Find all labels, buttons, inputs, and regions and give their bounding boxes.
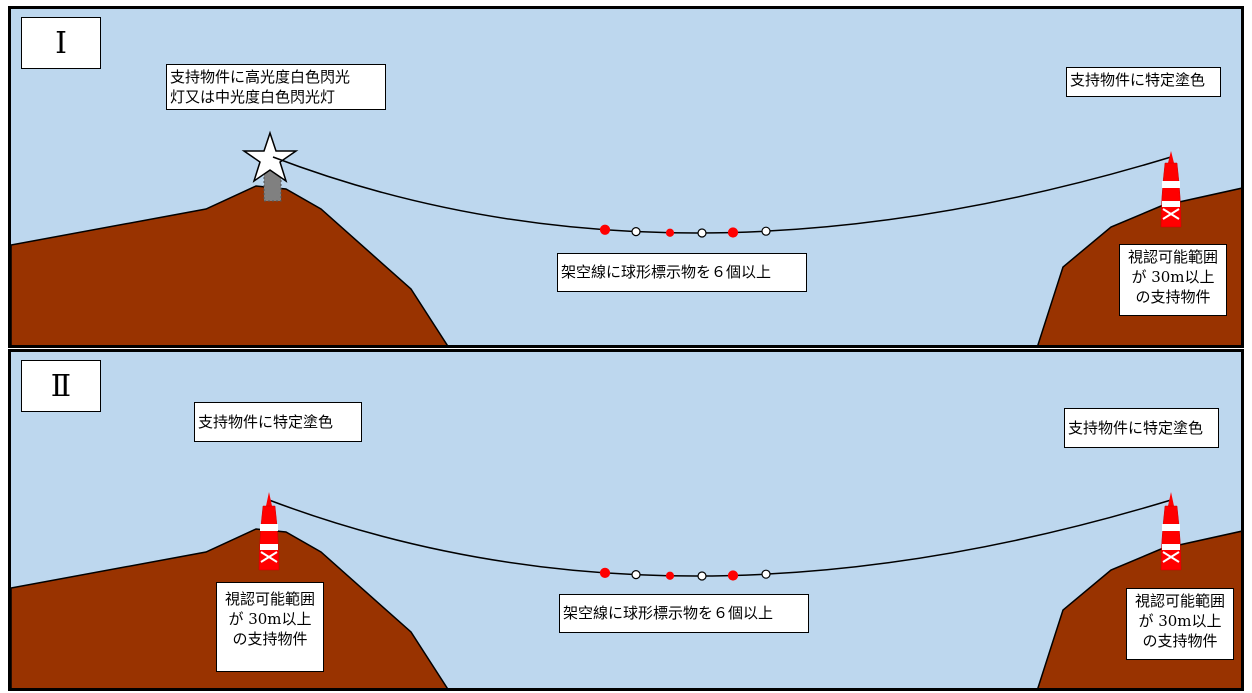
left-visibility-line1: 視認可能範囲: [224, 590, 315, 608]
left-mountain: [11, 185, 449, 345]
left-support-label: 支持物件に高光度白色閃光 灯又は中光度白色閃光灯: [166, 64, 386, 110]
spherical-markers: [599, 567, 771, 581]
spherical-markers: [599, 224, 771, 238]
red-sphere-marker: [727, 570, 739, 581]
left-support-label-line1: 支持物件に高光度白色閃光: [170, 68, 351, 86]
white-sphere-marker: [761, 226, 771, 236]
left-visibility-line2: が 30m以上: [228, 610, 312, 628]
white-sphere-marker: [697, 571, 707, 581]
right-visibility-label: 視認可能範囲 が 30m以上 の支持物件: [1126, 588, 1234, 660]
red-white-tower-left: [258, 492, 280, 571]
red-sphere-marker: [599, 567, 611, 578]
cable-label: 架空線に球形標示物を６個以上: [557, 253, 807, 292]
panel-2: Ⅱ 支持物件に特定塗色 支持物件に特定塗色 架空線に球形標示物を６個以上 視認可…: [8, 349, 1244, 691]
left-visibility-label: 視認可能範囲 が 30m以上 の支持物件: [216, 582, 324, 672]
right-visibility-line1: 視認可能範囲: [1134, 592, 1225, 610]
right-support-label: 支持物件に特定塗色: [1064, 408, 1219, 448]
left-support-label-line2: 灯又は中光度白色閃光灯: [170, 88, 336, 106]
right-visibility-line2: が 30m以上: [1131, 268, 1215, 286]
red-sphere-marker: [599, 224, 611, 235]
overhead-cable: [268, 499, 1172, 577]
red-sphere-marker: [665, 228, 675, 237]
red-white-tower-right: [1160, 151, 1182, 228]
right-visibility-line3: の支持物件: [1135, 288, 1211, 306]
red-sphere-marker: [665, 571, 675, 580]
white-sphere-marker: [697, 228, 707, 238]
left-support-label: 支持物件に特定塗色: [194, 402, 362, 442]
panel-roman-label: Ⅰ: [21, 17, 101, 69]
white-sphere-marker: [761, 569, 771, 579]
left-visibility-line3: の支持物件: [232, 630, 308, 648]
cable-label: 架空線に球形標示物を６個以上: [559, 594, 809, 633]
panel-1-diagram: [11, 130, 1241, 345]
overhead-cable: [272, 156, 1172, 234]
right-support-label: 支持物件に特定塗色: [1066, 67, 1221, 97]
white-flash-light-icon: [241, 130, 299, 183]
right-visibility-line1: 視認可能範囲: [1127, 248, 1218, 266]
white-sphere-marker: [631, 226, 641, 237]
white-sphere-marker: [631, 570, 641, 580]
red-sphere-marker: [727, 227, 739, 238]
panel-roman-label: Ⅱ: [21, 360, 101, 412]
right-visibility-line2: が 30m以上: [1138, 612, 1222, 630]
right-visibility-label: 視認可能範囲 が 30m以上 の支持物件: [1119, 244, 1227, 316]
red-white-tower-right: [1160, 492, 1182, 571]
right-visibility-line3: の支持物件: [1142, 632, 1218, 650]
panel-1: Ⅰ 支持物件に高光度白色閃光 灯又は中光度白色閃光灯 支持物件に特定塗色 架空線…: [8, 6, 1244, 348]
